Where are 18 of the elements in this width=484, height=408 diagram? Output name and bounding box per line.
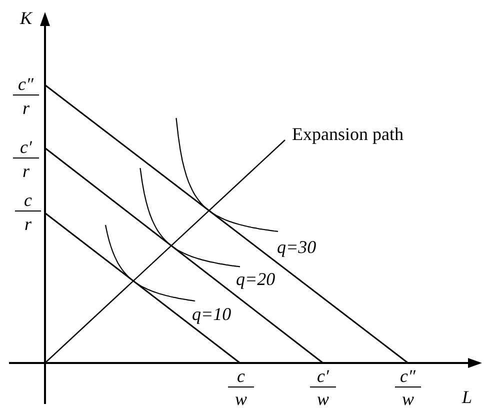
fraction-denominator: r [22, 99, 30, 117]
fraction-denominator: r [22, 162, 30, 180]
fraction-denominator: w [235, 390, 248, 408]
fraction-numerator: c [237, 367, 245, 385]
fraction-numerator: c″ [400, 367, 416, 385]
fraction-denominator: w [402, 390, 414, 408]
axis-label: L [462, 388, 472, 406]
isoquant-label: q=10 [192, 305, 232, 323]
isoquant-label: q=20 [236, 270, 276, 288]
fraction-numerator: c [24, 191, 32, 209]
isoquant-label: q=30 [277, 238, 316, 256]
fraction-numerator: c′ [20, 138, 32, 156]
fraction-numerator: c″ [18, 75, 34, 93]
curve-label: Expansion path [292, 125, 404, 143]
axis-label: K [20, 9, 32, 27]
fraction-denominator: r [24, 215, 32, 233]
fraction-denominator: w [317, 390, 330, 408]
fraction-numerator: c′ [317, 367, 329, 385]
